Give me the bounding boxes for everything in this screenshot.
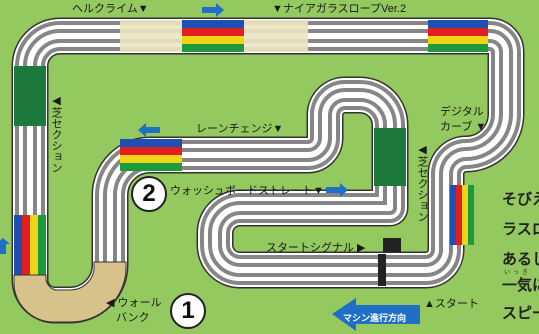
- left-side-colored-panel-lane-2: [22, 215, 30, 275]
- niagara-slope-panel-lane-4: [182, 44, 244, 52]
- arrow-icon-left: [0, 238, 10, 254]
- arrow-icon-washboard: [326, 183, 348, 197]
- left-side-colored-panel-lane-1: [14, 215, 22, 275]
- track-decorations: [0, 3, 488, 331]
- niagara-slope-panel-lane-1: [182, 20, 244, 28]
- turf-section-label-left: ◀芝セクション: [50, 94, 62, 173]
- side-text-ruby: いっき: [504, 270, 532, 276]
- turf-section-left: [14, 66, 46, 126]
- left-side-colored-panel-lane-3: [30, 215, 38, 275]
- side-text-line3: あるし: [502, 251, 539, 268]
- digital-curve-label-line1: デジタル: [440, 106, 484, 118]
- top-right-colored-panel: [428, 20, 488, 52]
- right-side-colored-panel-lane-1: [450, 185, 456, 245]
- niagara-slope-label: ▼ナイアガラスロープVer.2: [272, 3, 407, 15]
- arrow-icon-washboard-shape: [326, 183, 348, 197]
- arrow-icon-lane-change: [138, 123, 160, 137]
- niagara-slope-panel-lane-3: [182, 36, 244, 44]
- niagara-slope-beige-panel: [244, 20, 308, 52]
- arrow-icon-top: [202, 3, 224, 17]
- digital-curve-label-line2: カーブ ▼: [440, 121, 487, 133]
- niagara-slope-panel-lane-2: [182, 28, 244, 36]
- niagara-slope-panel: [182, 20, 244, 52]
- turf-section-label-right: ◀芝セクション: [416, 143, 428, 222]
- left-side-colored-panel: [14, 215, 46, 275]
- badge-section-2: 2: [131, 176, 167, 212]
- arrow-icon-left-shape: [0, 238, 10, 254]
- lane-change-colored-panel: [120, 139, 182, 171]
- right-side-colored-panel: [450, 185, 474, 245]
- badge-section-1: 1: [170, 293, 206, 329]
- washboard-straight-label: ウォッシュボードストレート▼: [170, 185, 324, 197]
- start-label: ▲スタート: [424, 298, 479, 310]
- lane-change-label: レーンチェンジ▼: [196, 123, 284, 135]
- start-signal-label: スタートシグナル ▶: [266, 242, 366, 254]
- signal-icon: [383, 238, 401, 252]
- arrow-icon-lane-change-shape: [138, 123, 160, 137]
- wall-bank-panel: [13, 261, 127, 323]
- lane-change-colored-panel-lane-1: [120, 139, 182, 147]
- right-side-colored-panel-lane-3: [462, 185, 468, 245]
- lane-change-colored-panel-lane-4: [120, 163, 182, 171]
- top-right-colored-panel-lane-1: [428, 20, 488, 28]
- hill-climb-panel: [120, 20, 182, 52]
- lane-change-colored-panel-lane-3: [120, 155, 182, 163]
- start-line: [378, 254, 386, 286]
- wall-bank-label-line1: ◀ ウォール: [106, 297, 162, 309]
- hill-climb-label: ヘルクライム▼: [72, 3, 149, 15]
- lane-change-colored-panel-lane-2: [120, 147, 182, 155]
- side-text-line5: スピー: [502, 305, 539, 322]
- right-side-colored-panel-lane-4: [468, 185, 474, 245]
- top-right-colored-panel-lane-3: [428, 36, 488, 44]
- top-right-colored-panel-lane-2: [428, 28, 488, 36]
- turf-section-right: [374, 128, 406, 186]
- side-text-line1: そびえ: [502, 191, 539, 208]
- machine-direction-label: マシン進行方向: [343, 313, 407, 323]
- side-text-line4: 一気に: [502, 277, 539, 294]
- left-side-colored-panel-lane-4: [38, 215, 46, 275]
- side-text-line2: ラスロ: [502, 221, 539, 238]
- right-side-colored-panel-lane-2: [456, 185, 462, 245]
- arrow-icon-top-shape: [202, 3, 224, 17]
- wall-bank-label-line2: バンク: [116, 312, 150, 324]
- top-right-colored-panel-lane-4: [428, 44, 488, 52]
- machine-direction-arrow: [332, 298, 420, 331]
